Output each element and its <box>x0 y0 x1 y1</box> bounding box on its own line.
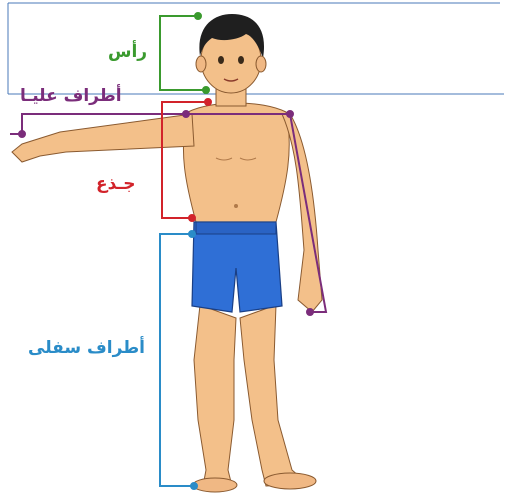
lower-limbs-bracket <box>160 231 197 489</box>
label-head: رأس <box>108 44 147 61</box>
label-upper-limbs: أطراف عليـا <box>20 88 122 105</box>
label-trunk: جـذع <box>96 176 136 193</box>
label-lower-limbs: أطراف سفلى <box>28 340 145 357</box>
